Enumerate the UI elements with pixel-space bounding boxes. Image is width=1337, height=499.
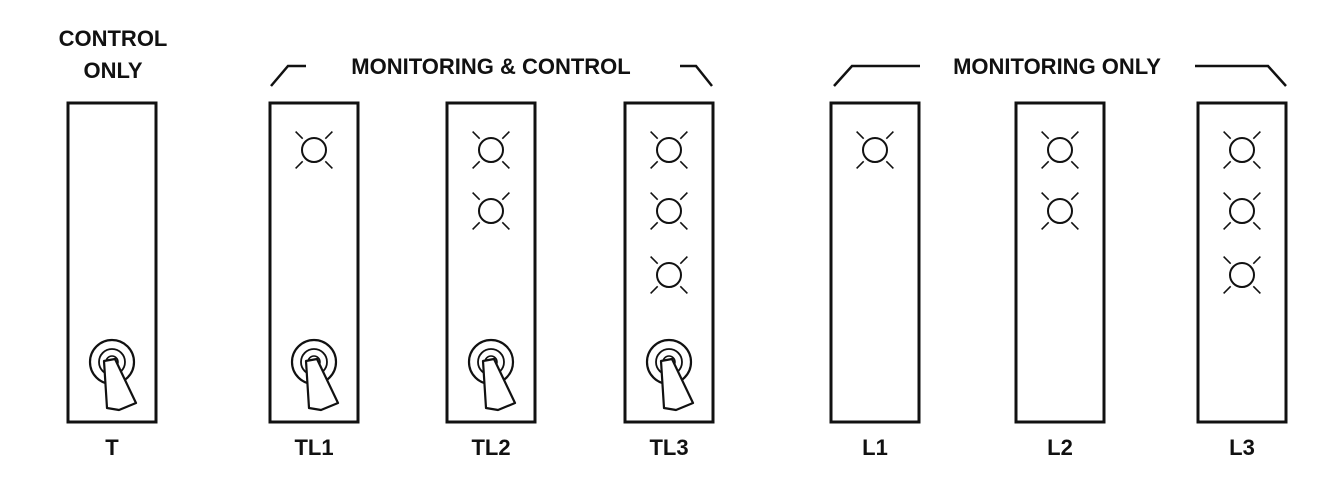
- monitoring-only-bracket: [833, 64, 1287, 87]
- indicator-light-icon: [1223, 131, 1261, 169]
- panel-tl2: TL2: [445, 101, 537, 460]
- panel-label-tl1: TL1: [294, 435, 333, 460]
- indicator-light-icon: [856, 131, 894, 169]
- panel-tl1: TL1: [268, 101, 360, 460]
- monitoring-control-bracket: [270, 64, 713, 87]
- toggle-switch-icon: [88, 338, 138, 412]
- panel-label-tl3: TL3: [649, 435, 688, 460]
- toggle-switch-icon: [290, 338, 340, 412]
- indicator-light-icon: [472, 192, 510, 230]
- toggle-switch-icon: [467, 338, 517, 412]
- panel-frame: [1014, 101, 1106, 424]
- panel-tl3: TL3: [623, 101, 715, 460]
- panel-t: T: [66, 101, 158, 460]
- monitoring-only-title: MONITORING ONLY: [953, 54, 1161, 79]
- panel-label-l2: L2: [1047, 435, 1073, 460]
- indicator-light-icon: [650, 256, 688, 294]
- control-only-title-line1: CONTROL: [59, 26, 168, 51]
- panel-label-tl2: TL2: [471, 435, 510, 460]
- indicator-light-icon: [1223, 256, 1261, 294]
- indicator-light-icon: [295, 131, 333, 169]
- monitoring-control-title: MONITORING & CONTROL: [351, 54, 630, 79]
- indicator-light-icon: [1041, 192, 1079, 230]
- panels-layer: T TL1 TL2 TL3 L1 L2 L3: [66, 101, 1288, 460]
- indicator-light-icon: [650, 131, 688, 169]
- panel-frame: [268, 101, 360, 424]
- panel-l3: L3: [1196, 101, 1288, 460]
- panel-frame: [829, 101, 921, 424]
- panel-l2: L2: [1014, 101, 1106, 460]
- panel-label-l3: L3: [1229, 435, 1255, 460]
- panel-label-l1: L1: [862, 435, 888, 460]
- control-only-title-line2: ONLY: [83, 58, 142, 83]
- panel-label-t: T: [105, 435, 119, 460]
- toggle-switch-icon: [645, 338, 695, 412]
- indicator-light-icon: [650, 192, 688, 230]
- indicator-light-icon: [1041, 131, 1079, 169]
- indicator-light-icon: [1223, 192, 1261, 230]
- panel-l1: L1: [829, 101, 921, 460]
- indicator-light-icon: [472, 131, 510, 169]
